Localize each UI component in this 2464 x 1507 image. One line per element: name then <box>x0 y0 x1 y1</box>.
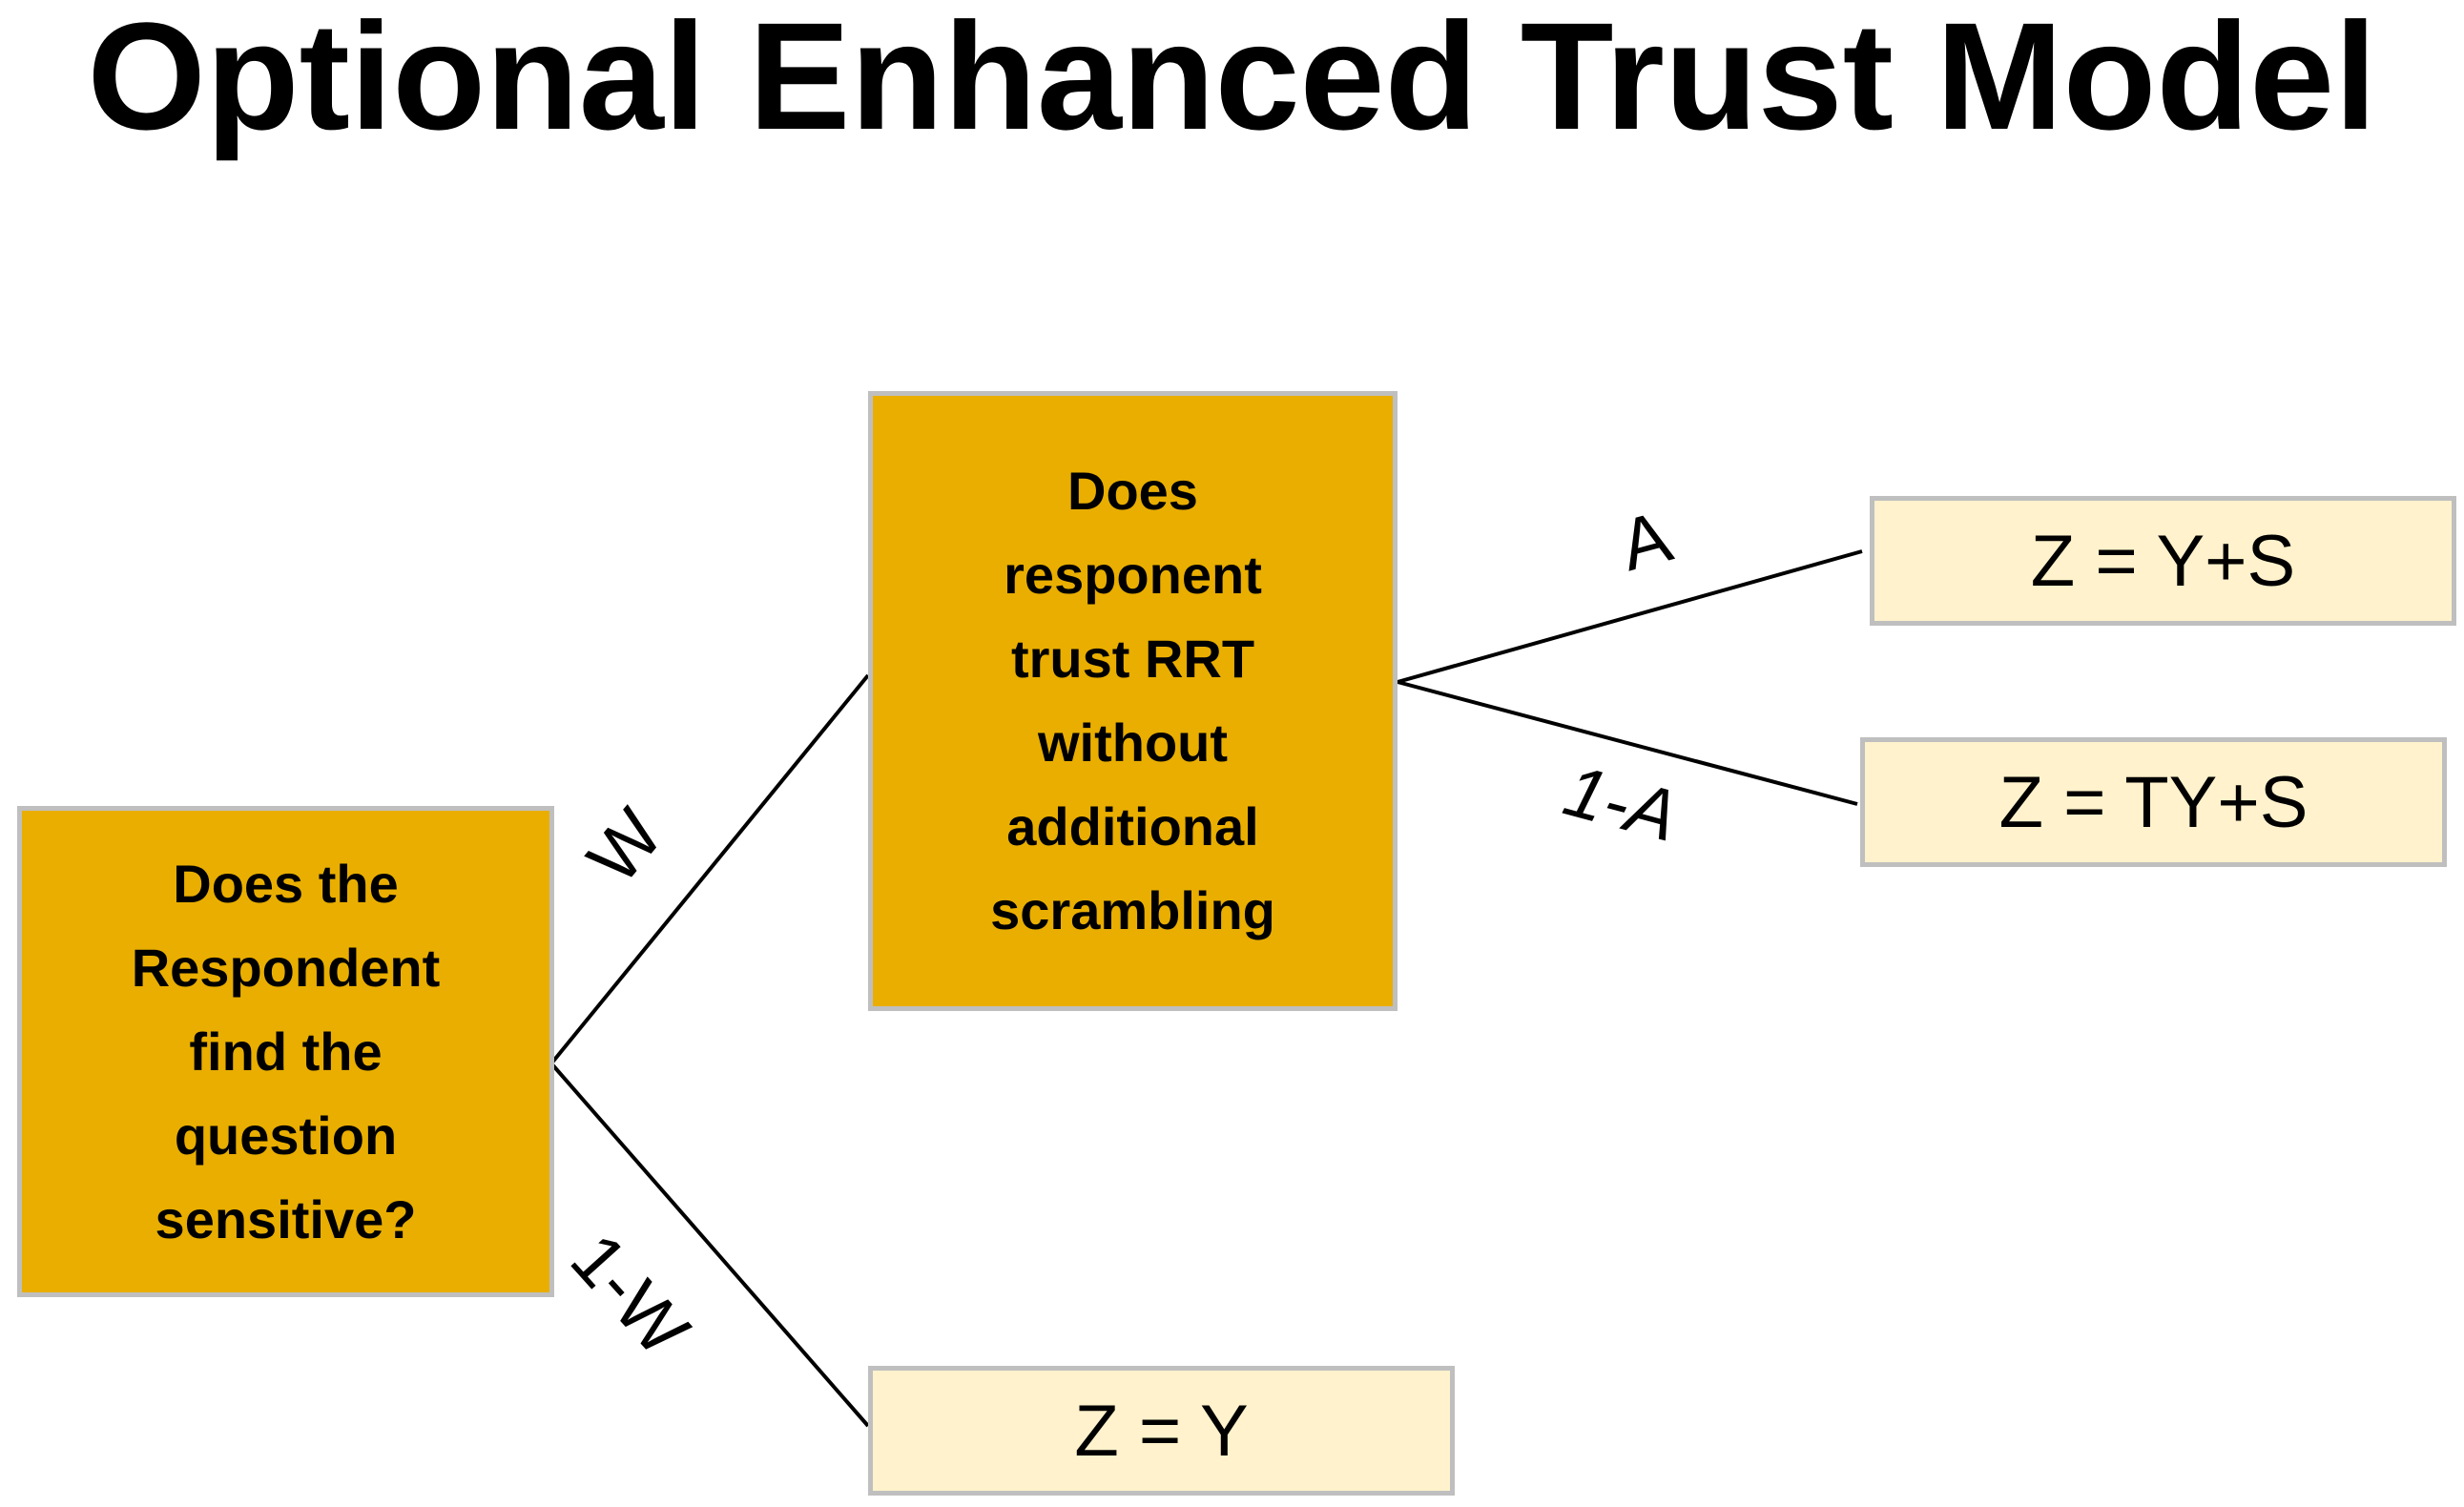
edge-line-1-w <box>549 1062 870 1428</box>
diagram-title: Optional Enhanced Trust Model <box>87 0 2377 161</box>
outcome-box-y: Z = Y <box>868 1366 1455 1496</box>
edge-line-w <box>549 673 870 1065</box>
outcome-box-y-plus-s: Z = Y+S <box>1870 496 2456 626</box>
outcome-text-ty-plus-s: Z = TY+S <box>1998 761 2309 843</box>
edge-line-1-a <box>1397 680 1858 806</box>
decision-box-sensitive: Does the Respondent find the question se… <box>17 806 554 1297</box>
outcome-text-y: Z = Y <box>1074 1390 1249 1472</box>
decision-text-sensitive: Does the Respondent find the question se… <box>131 853 441 1249</box>
decision-text-trust: Does responent trust RRT without additio… <box>990 461 1275 940</box>
outcome-box-ty-plus-s: Z = TY+S <box>1860 737 2447 867</box>
edge-line-a <box>1397 549 1863 684</box>
outcome-text-y-plus-s: Z = Y+S <box>2030 520 2296 602</box>
decision-box-trust: Does responent trust RRT without additio… <box>868 391 1398 1011</box>
